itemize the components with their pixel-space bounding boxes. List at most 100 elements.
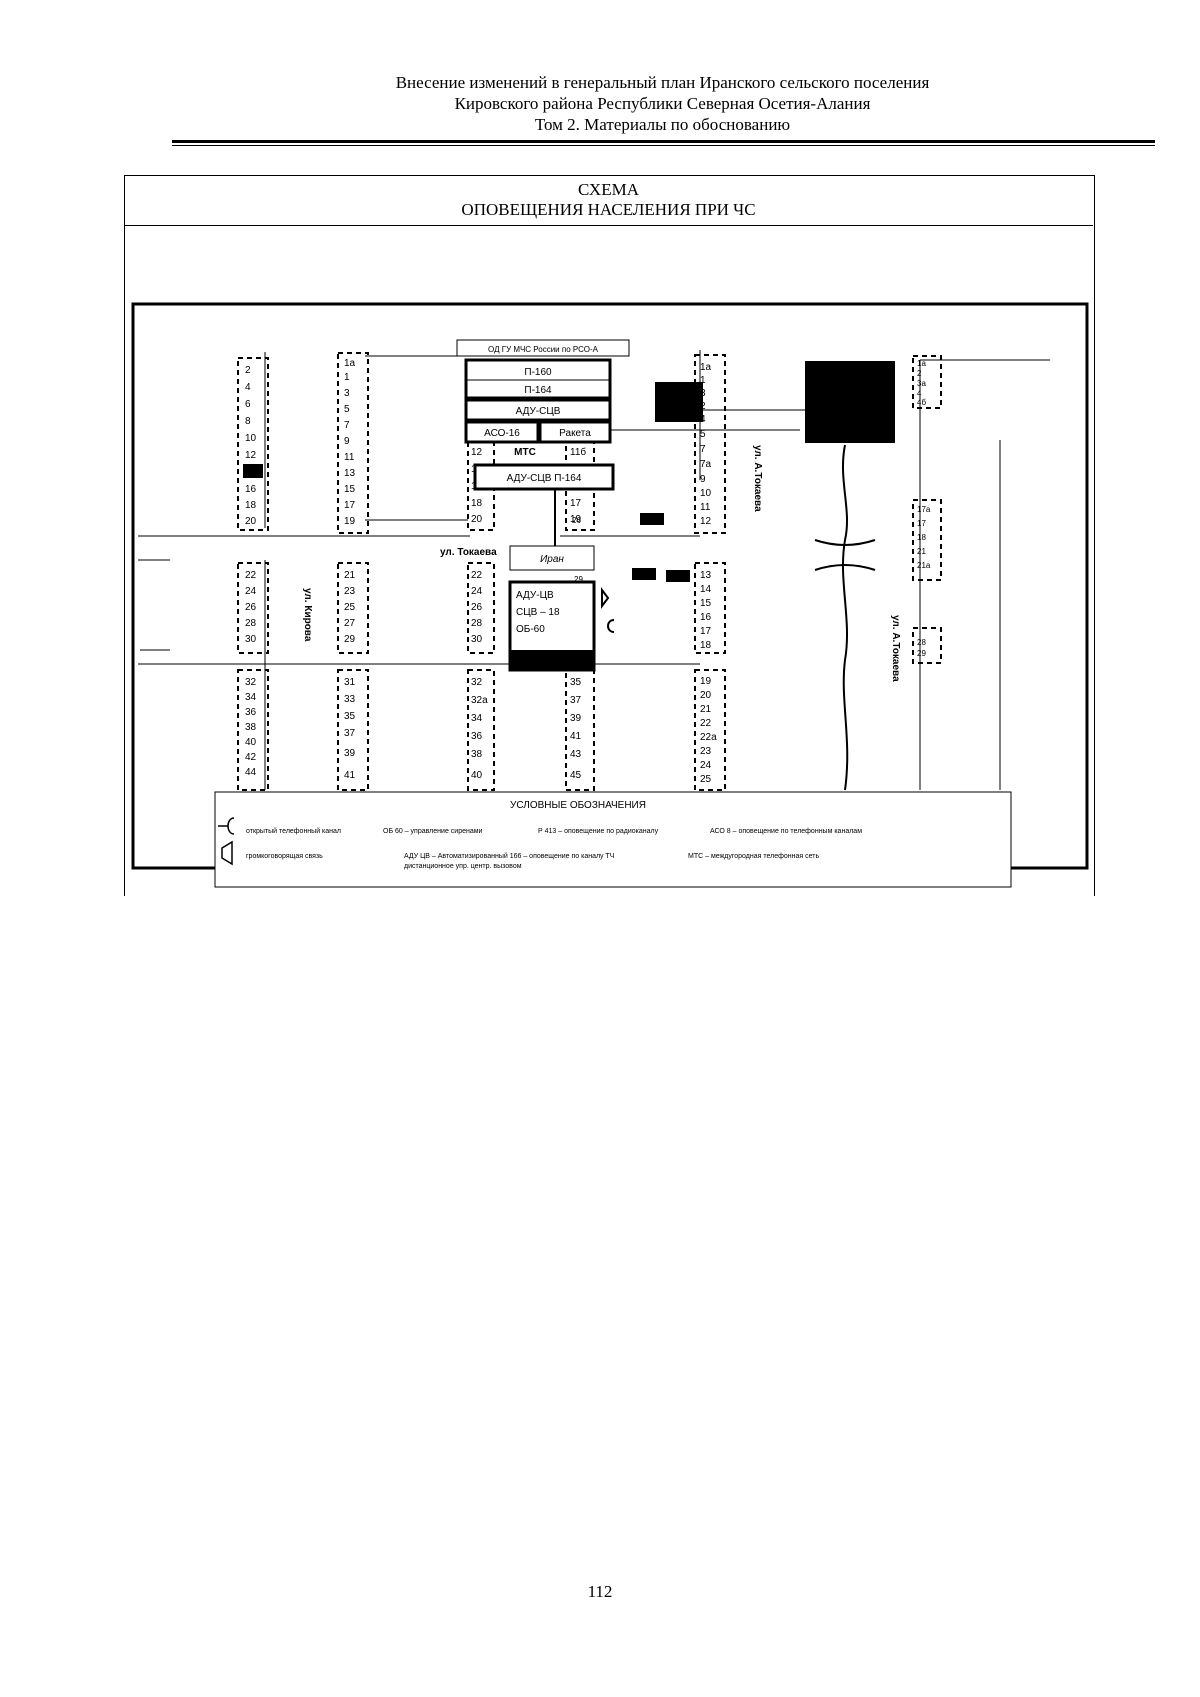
house-number: 5 [700, 429, 706, 440]
scheme-subtitle: ОПОВЕЩЕНИЯ НАСЕЛЕНИЯ ПРИ ЧС [461, 200, 756, 219]
house-number: 22 [700, 718, 712, 729]
legend-item: МТС – междугородная телефонная сеть [688, 853, 819, 860]
house-number: 4 [917, 389, 922, 398]
house-number: 2 [917, 369, 922, 378]
house-number: 39 [344, 748, 356, 759]
legend-item: АДУ ЦВ – Автоматизированный 166 – оповещ… [404, 852, 615, 860]
house-number: 7 [700, 444, 706, 455]
house-number: 34 [245, 692, 257, 703]
house-number: 44 [245, 767, 257, 778]
house-number: 2 [245, 365, 251, 376]
house-number: 31 [344, 677, 356, 688]
adu-cv-label: АДУ-ЦВ [516, 590, 554, 601]
house-number: 41 [344, 770, 356, 781]
house-number: 12 [700, 516, 712, 527]
house-number: 24 [700, 760, 712, 771]
house-number: 37 [570, 695, 582, 706]
house-number: 45 [570, 770, 582, 781]
house-number: 18 [917, 533, 926, 542]
header-rule-thin [172, 145, 1155, 146]
house-number: 3а [917, 379, 926, 388]
house-number: 28 [245, 618, 257, 629]
house-number: 22а [700, 732, 717, 743]
house-number: 22 [245, 570, 257, 581]
legend-item: дистанционное упр. центр. вызовом [404, 863, 522, 870]
scheme-frame [124, 175, 1095, 896]
house-number: 17а [917, 505, 931, 514]
house-number: 17 [700, 626, 712, 637]
house-number: 39 [570, 713, 582, 724]
p164-label: П-164 [524, 385, 552, 396]
house-number: 43 [570, 749, 582, 760]
siren-unit-fill [511, 650, 593, 670]
house-number: 32а [471, 695, 488, 706]
house-number: 13 [700, 570, 712, 581]
legend-item: громкоговорящая связь [246, 853, 323, 860]
house-number: 38 [471, 749, 483, 760]
house-number: 10 [245, 433, 257, 444]
header-rule-thick [172, 140, 1155, 143]
header-line-1: Внесение изменений в генеральный план Ир… [395, 73, 930, 92]
house-number: 34 [471, 713, 483, 724]
small-device [666, 570, 690, 582]
house-number: 21 [344, 570, 356, 581]
house-number: 7а [700, 459, 712, 470]
house-number: 17 [917, 519, 926, 528]
house-number: 24 [471, 586, 483, 597]
house-number: 1а [700, 362, 712, 373]
house-number: 33 [344, 694, 356, 705]
house-number: 26 [572, 516, 581, 525]
house-number: 1 [700, 375, 706, 386]
document-header: Внесение изменений в генеральный план Ир… [170, 72, 1155, 135]
house-number: 37 [344, 728, 356, 739]
house-number: 1а [917, 359, 926, 368]
black-block-large [805, 361, 895, 443]
house-number: 36 [245, 707, 257, 718]
house-number: 19 [344, 516, 356, 527]
house-number: 4б [917, 398, 926, 407]
house-number: 38 [245, 722, 257, 733]
siren-unit-labels: АДУ-ЦВ СЦВ – 18 ОБ-60 [516, 590, 560, 635]
house-number: 28 [917, 638, 926, 647]
raketa-label: Ракета [559, 428, 591, 439]
house-number: 5 [344, 404, 350, 415]
house-number: 18 [700, 640, 712, 651]
aso16-label: АСО-16 [484, 428, 520, 439]
house-number: 6 [245, 399, 251, 410]
house-number: 11б [570, 446, 586, 458]
house-number: 11 [700, 502, 711, 513]
scheme-title: СХЕМА [578, 180, 639, 199]
phone-channel-icon [218, 817, 235, 835]
house-number: 12 [471, 447, 483, 458]
house-number: 13 [344, 468, 356, 479]
house-number: 16 [245, 484, 257, 495]
iran-label: Иран [540, 554, 564, 565]
house-number: 29 [344, 634, 356, 645]
scv18-label: СЦВ – 18 [516, 607, 560, 618]
house-number: 30 [471, 634, 483, 645]
house-number: 8 [245, 416, 251, 427]
house-number: 21 [700, 704, 712, 715]
phone-channel-icon [607, 619, 615, 633]
house-number: 11 [344, 452, 355, 463]
page-number: 112 [587, 1582, 613, 1601]
house-number: 40 [471, 770, 483, 781]
house-number: 3 [344, 388, 350, 399]
house-number: 22 [471, 570, 483, 581]
command-block [456, 339, 630, 672]
legend-item: АСО 8 – оповещение по телефонным каналам [710, 828, 862, 835]
house-number: 12 [245, 450, 257, 461]
house-numbers-right: 1а 2 3а 4 4б 17а 17 18 21 21а 28 29 [917, 359, 931, 658]
house-number: 29 [917, 649, 926, 658]
street-label-tokaeva-right: ул. А.Токаева [752, 445, 763, 512]
small-device [640, 513, 664, 525]
scheme-title-box: СХЕМА ОПОВЕЩЕНИЯ НАСЕЛЕНИЯ ПРИ ЧС [124, 175, 1093, 226]
house-number: 28 [471, 618, 483, 629]
house-numbers: 2 4 6 8 10 12 16 18 20 22 24 26 28 30 32… [243, 358, 717, 785]
legend-item: открытый телефонный канал [246, 827, 341, 835]
legend-box [214, 791, 1012, 888]
street-label-kirova: ул. Кирова [302, 588, 313, 642]
house-number: 41 [570, 731, 582, 742]
header-line-3: Том 2. Материалы по обоснованию [534, 115, 791, 134]
